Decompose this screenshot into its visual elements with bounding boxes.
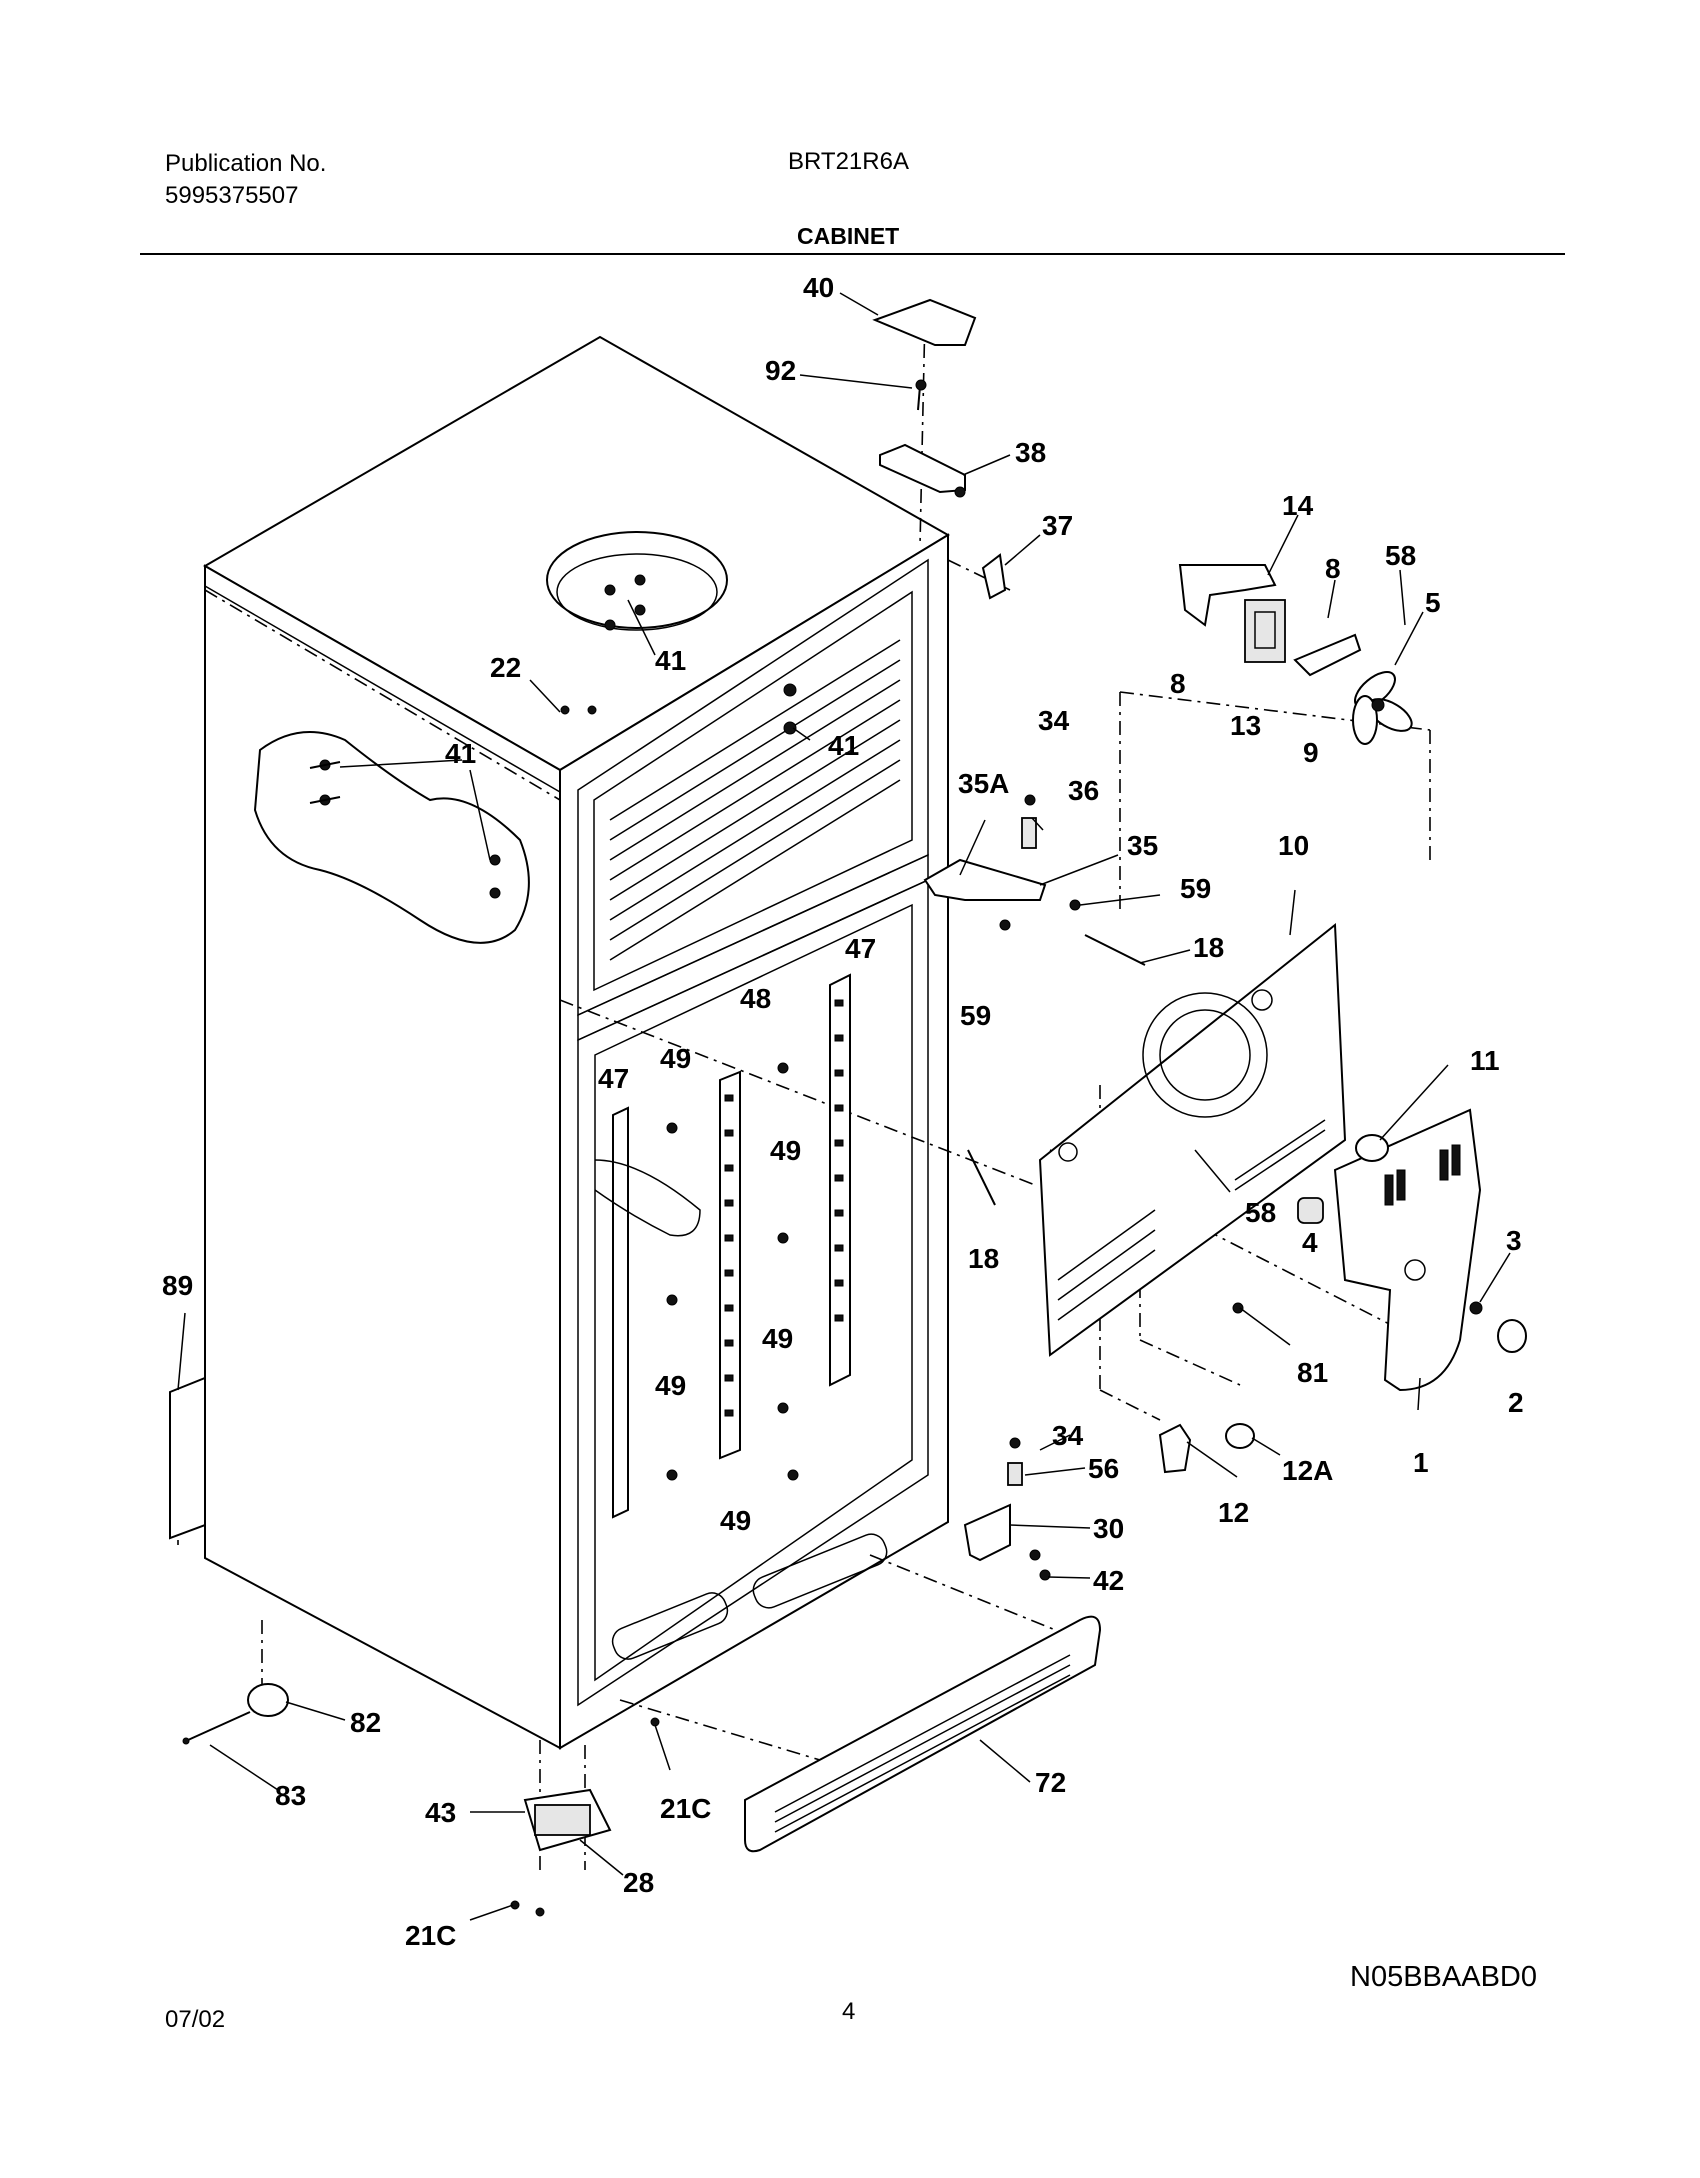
callout-14: 14: [1282, 490, 1314, 521]
callout-8-top: 8: [1325, 553, 1341, 584]
rod-18-part: [967, 934, 1146, 1206]
thermostat-part: [1297, 1197, 1324, 1224]
callout-41-top: 41: [655, 645, 686, 676]
callout-35: 35: [1127, 830, 1158, 861]
callout-21C-bottom: 21C: [405, 1920, 456, 1951]
callout-37: 37: [1042, 510, 1073, 541]
toe-grille-part: [744, 1615, 1102, 1853]
leader-lines: [177, 292, 1511, 1921]
callout-72: 72: [1035, 1767, 1066, 1798]
screws-59: [999, 899, 1081, 931]
fan-motor-part: [1244, 599, 1286, 663]
print-date: 07/02: [165, 2006, 226, 2033]
callout-8-left: 8: [1170, 668, 1186, 699]
publication-number: 5995375507: [165, 182, 299, 209]
callout-3: 3: [1506, 1225, 1522, 1256]
callout-41-left: 41: [445, 738, 476, 769]
bottom-hinge-part: [963, 1437, 1051, 1581]
fan-bracket-part: [1178, 564, 1277, 627]
callout-2: 2: [1508, 1387, 1524, 1418]
callout-43: 43: [425, 1797, 456, 1828]
callout-9: 9: [1303, 737, 1319, 768]
callout-59-top: 59: [1180, 873, 1211, 904]
diagram-code: N05BBAABD0: [1350, 1961, 1537, 1993]
callout-42: 42: [1093, 1565, 1124, 1596]
callout-47-right: 47: [845, 933, 876, 964]
callout-12A: 12A: [1282, 1455, 1333, 1486]
callout-56: 56: [1088, 1453, 1119, 1484]
callout-81: 81: [1297, 1357, 1328, 1388]
side-insulation-part: [253, 731, 530, 944]
callout-4: 4: [1302, 1227, 1318, 1258]
callout-47-left: 47: [598, 1063, 629, 1094]
callout-35A: 35A: [958, 768, 1009, 799]
grommet-12A-part: [1225, 1423, 1255, 1449]
screw-81-part: [1232, 1302, 1244, 1314]
callout-18-top: 18: [1193, 932, 1224, 963]
callout-11: 11: [1470, 1045, 1500, 1076]
callout-30: 30: [1093, 1513, 1124, 1544]
knob-part: [1469, 1301, 1527, 1353]
roller-bracket-part: [510, 1717, 660, 1917]
callout-12: 12: [1218, 1497, 1249, 1528]
shim-part: [981, 553, 1007, 600]
leveling-leg-part: [182, 1683, 289, 1745]
shield-12-part: [1158, 1423, 1192, 1474]
publication-label: Publication No.: [165, 150, 327, 177]
callout-36: 36: [1068, 775, 1099, 806]
callout-21C-right: 21C: [660, 1793, 711, 1824]
callout-18-bottom: 18: [968, 1243, 999, 1274]
callout-13: 13: [1230, 710, 1261, 741]
grommet-11-part: [1355, 1134, 1389, 1162]
callout-49-a: 49: [660, 1043, 691, 1074]
motor-bracket-part: [1293, 633, 1362, 677]
fan-blade-part: [1352, 671, 1413, 745]
callout-49-d: 49: [655, 1370, 686, 1401]
callout-49-c: 49: [762, 1323, 793, 1354]
callout-58-bottom: 58: [1245, 1197, 1276, 1228]
callout-92: 92: [765, 355, 796, 386]
page-number: 4: [842, 1998, 856, 2025]
callout-41-freezer: 41: [828, 730, 859, 761]
light-housing-part: [546, 531, 728, 631]
callout-10: 10: [1278, 830, 1309, 861]
callout-40: 40: [803, 272, 834, 303]
header-rule: [140, 253, 1565, 255]
callout-34-top: 34: [1038, 705, 1070, 736]
top-hinge-part: [879, 443, 966, 498]
callout-5: 5: [1425, 587, 1441, 618]
callout-1: 1: [1413, 1447, 1429, 1478]
callout-58-top: 58: [1385, 540, 1416, 571]
screws-49: [666, 1062, 799, 1481]
callout-34-bottom: 34: [1052, 1420, 1084, 1451]
callout-labels: 40 92 38 37 14 8 58 5 8 13 9 22 41 41 41…: [162, 272, 1524, 1951]
callout-49-e: 49: [720, 1505, 751, 1536]
model-number: BRT21R6A: [788, 148, 909, 175]
screw-part: [915, 379, 927, 411]
left-bracket-part: [169, 1376, 206, 1540]
callout-22: 22: [490, 652, 521, 683]
center-hinge-part: [923, 794, 1047, 901]
shelf-rails-part: [594, 973, 851, 1519]
callout-28: 28: [623, 1867, 654, 1898]
callout-82: 82: [350, 1707, 381, 1738]
freezer-screws-part: [560, 683, 797, 735]
callout-49-b: 49: [770, 1135, 801, 1166]
callout-38: 38: [1015, 437, 1046, 468]
callout-89: 89: [162, 1270, 193, 1301]
callout-48: 48: [740, 983, 771, 1014]
callout-83: 83: [275, 1780, 306, 1811]
hinge-cover-part: [872, 298, 977, 346]
callout-59-bottom: 59: [960, 1000, 991, 1031]
rear-panel-part: [1038, 922, 1347, 1357]
control-housing-part: [1333, 1108, 1482, 1392]
section-title: CABINET: [797, 223, 900, 249]
